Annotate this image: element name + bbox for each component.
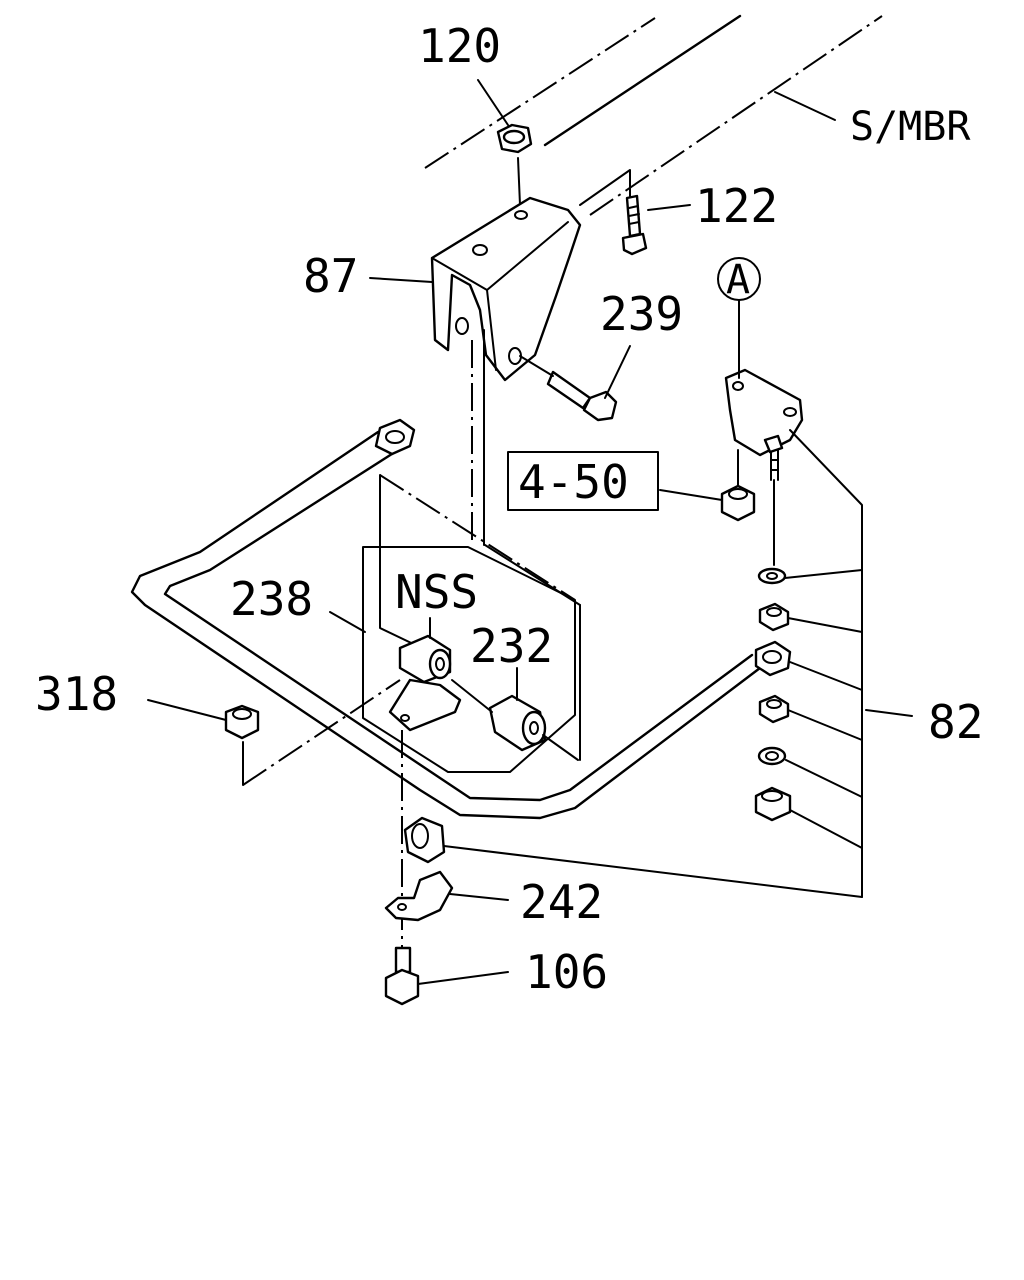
label-242: 242 (520, 875, 603, 929)
label-239: 239 (600, 287, 683, 341)
bushing-lower (403, 816, 863, 898)
label-120: 120 (418, 19, 501, 73)
label-106: 106 (525, 945, 608, 999)
label-318: 318 (35, 667, 118, 721)
parts-82-stack (754, 429, 863, 898)
label-232: 232 (470, 619, 553, 673)
bushing-nss (388, 617, 462, 732)
label-reference-a: A (726, 257, 750, 303)
label-nss: NSS (395, 565, 478, 619)
nut-120 (496, 123, 533, 206)
bolt-122 (579, 169, 648, 256)
bolt-239 (519, 355, 618, 422)
label-238: 238 (230, 572, 313, 626)
ref-box-4-50 (507, 451, 659, 511)
leader-lines (147, 79, 913, 985)
label-87: 87 (303, 249, 358, 303)
reference-a-circle (717, 257, 761, 301)
label-122: 122 (695, 179, 778, 233)
link-bracket-a (724, 299, 804, 566)
label-4-50: 4-50 (518, 455, 629, 509)
nut-4-50 (720, 449, 756, 522)
side-member-rails (424, 14, 883, 216)
label-82: 82 (928, 695, 983, 749)
clamp-242 (384, 870, 454, 922)
label-smbr: S/MBR (850, 104, 971, 150)
bracket-87 (430, 196, 582, 382)
bushing-232 (451, 679, 579, 761)
bolt-106 (384, 946, 420, 1006)
stabilizer-bar (130, 418, 792, 820)
nut-318 (224, 679, 401, 786)
